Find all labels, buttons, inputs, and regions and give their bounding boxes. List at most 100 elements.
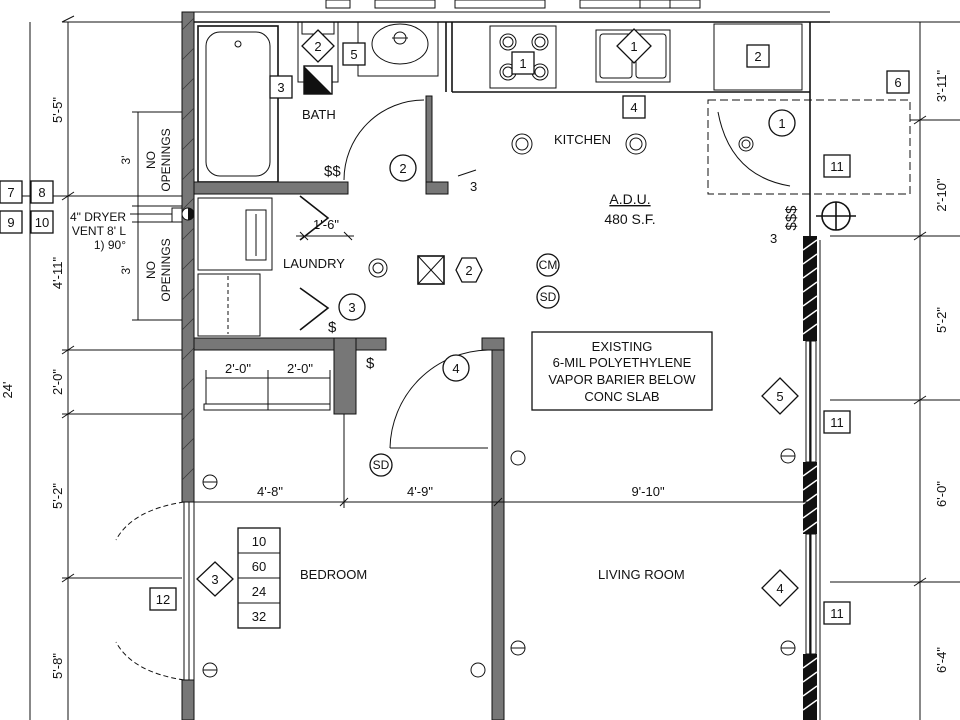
svg-text:3: 3 bbox=[277, 80, 284, 95]
left-wall-hatch bbox=[181, 17, 195, 481]
svg-text:2: 2 bbox=[754, 49, 761, 64]
tag-square-12: 12 bbox=[149, 587, 177, 611]
room-label-bath: BATH bbox=[302, 107, 336, 122]
no-openings-top-line-2: OPENINGS bbox=[159, 128, 173, 191]
svg-text:7: 7 bbox=[7, 185, 14, 200]
svg-text:SD: SD bbox=[540, 290, 557, 304]
tag-diamond-2-bath: 2 bbox=[301, 29, 335, 63]
svg-text:9: 9 bbox=[7, 215, 14, 230]
adu-area: 480 S.F. bbox=[604, 211, 655, 227]
bathtub bbox=[197, 25, 279, 183]
tag-circle-2: 2 bbox=[389, 154, 417, 182]
tag-diamond-4-living: 4 bbox=[761, 569, 799, 607]
svg-text:4: 4 bbox=[452, 361, 459, 376]
svg-text:4: 4 bbox=[630, 100, 637, 115]
svg-text:12: 12 bbox=[156, 592, 170, 607]
room-label-bedroom: BEDROOM bbox=[300, 567, 367, 582]
svg-text:3: 3 bbox=[211, 572, 218, 587]
left-dim-1: 5'-5" bbox=[50, 97, 65, 123]
bedroom-window bbox=[115, 501, 195, 681]
overall-dim: 24' bbox=[0, 382, 15, 399]
dryer-vent-line-1: 4" DRYER bbox=[70, 210, 126, 224]
switch-laundry: $ bbox=[328, 319, 337, 336]
svg-text:CM: CM bbox=[539, 258, 558, 272]
svg-text:4: 4 bbox=[776, 581, 783, 596]
schedule-value-3: 24 bbox=[252, 584, 266, 599]
dim-closet-a: 2'-0" bbox=[225, 361, 251, 376]
tag-square-4: 4 bbox=[622, 95, 646, 119]
left-dim-3: 2'-0" bbox=[50, 369, 65, 395]
switch-3way-kitchen: 3 bbox=[470, 179, 477, 194]
tag-circle-3: 3 bbox=[338, 293, 366, 321]
switch-3way-exterior: 3 bbox=[770, 231, 777, 246]
tag-square-2: 2 bbox=[746, 44, 770, 68]
svg-text:1: 1 bbox=[519, 56, 526, 71]
right-windows bbox=[805, 340, 817, 655]
right-dim-5: 6'-4" bbox=[934, 647, 949, 673]
smoke-detector-1: SD bbox=[536, 285, 560, 309]
room-label-kitchen: KITCHEN bbox=[554, 132, 611, 147]
no-openings-top-dim: 3' bbox=[119, 156, 133, 165]
tag-circle-1: 1 bbox=[768, 109, 796, 137]
svg-text:2: 2 bbox=[465, 263, 472, 278]
no-openings-bottom-dim: 3' bbox=[119, 266, 133, 275]
left-exterior-wall bbox=[181, 11, 195, 503]
tag-square-5: 5 bbox=[342, 42, 366, 66]
co-detector: CM bbox=[536, 253, 560, 277]
left-dim-4: 5'-2" bbox=[50, 483, 65, 509]
tag-hexagon-2: 2 bbox=[455, 257, 483, 283]
dim-closet-b: 2'-0" bbox=[287, 361, 313, 376]
room-label-laundry: LAUNDRY bbox=[283, 256, 345, 271]
no-openings-top-line-1: NO bbox=[144, 151, 158, 169]
right-wall-hatch bbox=[802, 236, 818, 720]
dim-seg-b: 4'-9" bbox=[407, 484, 433, 499]
dryer-vent-line-3: 1) 90° bbox=[94, 238, 126, 252]
svg-text:6: 6 bbox=[894, 75, 901, 90]
tag-diamond-1-kitchen: 1 bbox=[616, 28, 652, 64]
switch-bath: $$ bbox=[324, 163, 341, 180]
right-dim-2: 2'-10" bbox=[934, 178, 949, 212]
left-exterior-wall-lower bbox=[181, 679, 195, 720]
tag-square-11-c: 11 bbox=[823, 601, 851, 625]
dim-seg-c: 9'-10" bbox=[631, 484, 665, 499]
tag-square-7: 7 bbox=[0, 180, 23, 204]
tag-square-11-b: 11 bbox=[823, 410, 851, 434]
schedule-value-4: 32 bbox=[252, 609, 266, 624]
note-line-4: CONC SLAB bbox=[584, 389, 659, 404]
no-openings-bottom-line-2: OPENINGS bbox=[159, 238, 173, 301]
tag-circle-4: 4 bbox=[442, 354, 470, 382]
svg-text:11: 11 bbox=[830, 606, 844, 621]
svg-text:1: 1 bbox=[778, 116, 785, 131]
svg-text:3: 3 bbox=[348, 300, 355, 315]
exterior-light bbox=[816, 201, 856, 231]
dryer-vent-line-2: VENT 8' L bbox=[72, 224, 126, 238]
switch-closet: $ bbox=[366, 355, 375, 372]
svg-text:11: 11 bbox=[830, 159, 844, 174]
tag-square-3: 3 bbox=[269, 75, 293, 99]
laundry-bifold bbox=[299, 195, 330, 331]
switch-kitchen-triple: $$$ bbox=[783, 205, 800, 231]
svg-text:SD: SD bbox=[373, 458, 390, 472]
right-dim-1: 3'-11" bbox=[934, 70, 949, 103]
adu-title: A.D.U. bbox=[609, 191, 650, 207]
tag-square-11-a: 11 bbox=[823, 154, 851, 178]
schedule-value-2: 60 bbox=[252, 559, 266, 574]
no-openings-bottom-line-1: NO bbox=[144, 261, 158, 279]
bath-sink bbox=[357, 21, 439, 77]
dim-seg-a: 4'-8" bbox=[257, 484, 283, 499]
left-dim-2: 4'-11" bbox=[50, 257, 65, 290]
tag-square-1: 1 bbox=[511, 51, 535, 75]
svg-text:10: 10 bbox=[35, 215, 49, 230]
left-dim-5: 5'-8" bbox=[50, 653, 65, 679]
note-line-1: EXISTING bbox=[592, 339, 653, 354]
svg-text:5: 5 bbox=[350, 47, 357, 62]
svg-text:2: 2 bbox=[399, 161, 406, 176]
exhaust-fan bbox=[417, 255, 445, 285]
svg-text:8: 8 bbox=[38, 185, 45, 200]
vapor-barrier-note bbox=[531, 331, 713, 411]
note-line-3: VAPOR BARIER BELOW bbox=[548, 372, 696, 387]
tag-square-8: 8 bbox=[30, 180, 54, 204]
note-line-2: 6-MIL POLYETHYLENE bbox=[553, 355, 692, 370]
schedule-table: 10 60 24 32 bbox=[237, 527, 281, 629]
